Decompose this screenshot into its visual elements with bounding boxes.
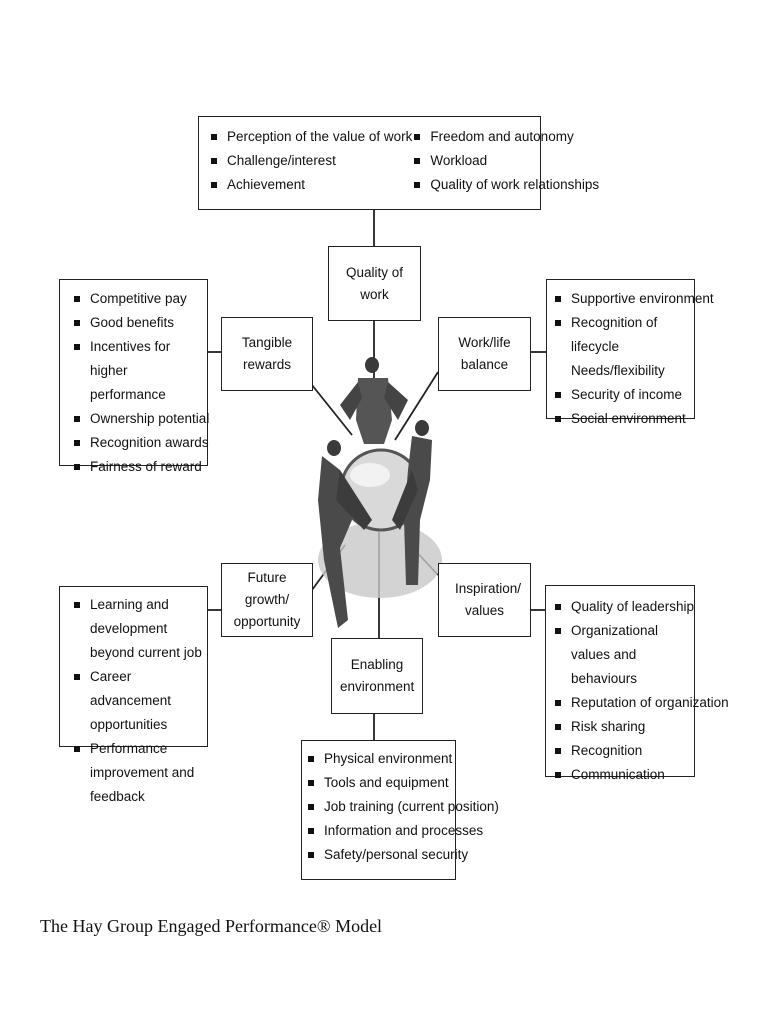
list-item: Learning and development beyond current … [72, 593, 203, 665]
work-life-balance-label: Work/life balance [438, 317, 531, 391]
list-item: Risk sharing [553, 715, 692, 739]
spoke-worklife [394, 371, 439, 441]
future-growth-details-box: Learning and development beyond current … [59, 586, 208, 804]
inspiration-values-label: Inspiration/ values [438, 563, 531, 637]
list-item: Communication [553, 763, 692, 787]
list-item: Safety/personal security [306, 843, 468, 867]
tangible-rewards-label: Tangible rewards [221, 317, 313, 391]
list-item: Perception of the value of work [209, 125, 412, 149]
list-item: Recognition of lifecycle Needs/flexibili… [553, 311, 692, 383]
list-item: Fairness of reward [72, 455, 203, 479]
list-item: Quality of leadership [553, 595, 694, 619]
list-item: Competitive pay [72, 287, 203, 311]
inspiration-values-details-box: Quality of leadership Organizational val… [545, 585, 729, 782]
list-item: Ownership potential [72, 407, 209, 431]
future-growth-label: Future growth/ opportunity [221, 563, 313, 637]
tangible-rewards-details-box: Competitive pay Good benefits Incentives… [59, 279, 209, 474]
figure-left-head [327, 440, 341, 456]
quality-of-work-details-box: Perception of the value of work Challeng… [198, 116, 599, 210]
list-item: Incentives for higher performance [72, 335, 203, 407]
list-item: Social environment [553, 407, 692, 431]
enabling-environment-label: Enabling environment [331, 638, 423, 714]
list-item: Freedom and autonomy [412, 125, 599, 149]
list-item: Tools and equipment [306, 771, 453, 795]
list-item: Supportive environment [553, 287, 714, 311]
list-item: Recognition awards [72, 431, 209, 455]
list-item: Security of income [553, 383, 692, 407]
list-item: Quality of work relationships [412, 173, 599, 197]
list-item: Job training (current position) [306, 795, 499, 819]
diagram-caption: The Hay Group Engaged Performance® Model [40, 916, 383, 936]
enabling-environment-details-box: Physical environment Tools and equipment… [301, 740, 499, 880]
list-item: Reputation of organization [553, 691, 729, 715]
list-item: Recognition [553, 739, 692, 763]
list-item: Achievement [209, 173, 412, 197]
list-item: Challenge/interest [209, 149, 412, 173]
figure-top-body [356, 378, 392, 444]
list-item: Performance improvement and feedback [72, 737, 203, 809]
quality-of-work-label: Quality of work [328, 246, 421, 321]
people-around-globe-illustration [318, 357, 442, 628]
figure-top-head [365, 357, 379, 373]
list-item: Physical environment [306, 747, 453, 771]
work-life-balance-details-box: Supportive environment Recognition of li… [546, 279, 714, 426]
list-item: Career advancement opportunities [72, 665, 203, 737]
figure-right-head [415, 420, 429, 436]
list-item: Good benefits [72, 311, 203, 335]
list-item: Information and processes [306, 819, 483, 843]
spoke-tangible [311, 384, 353, 436]
list-item: Organizational values and behaviours [553, 619, 692, 691]
list-item: Workload [412, 149, 599, 173]
